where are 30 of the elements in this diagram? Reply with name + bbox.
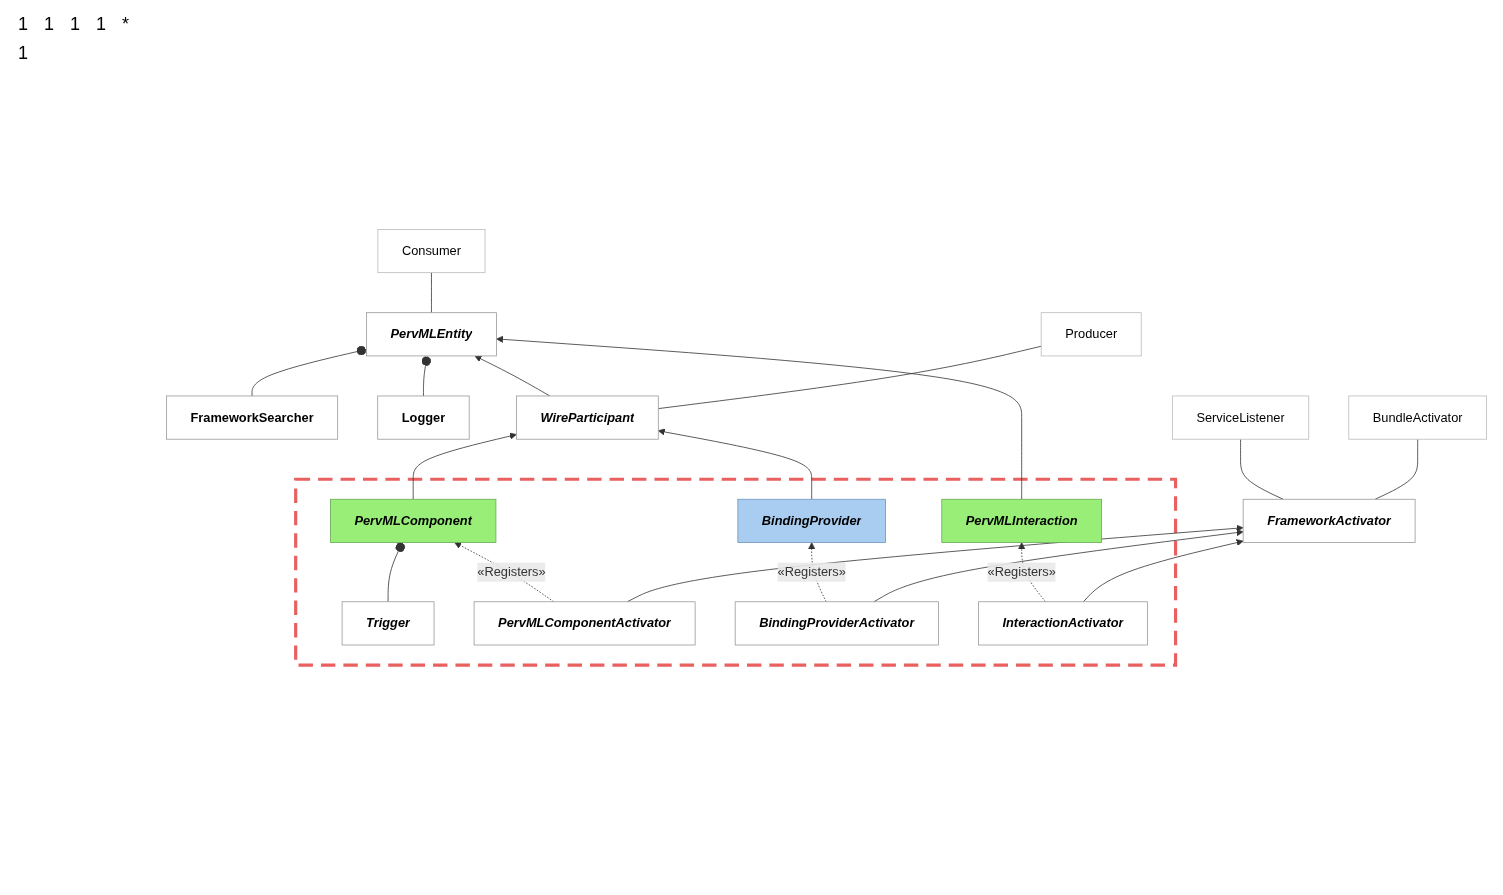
cluster xyxy=(294,477,1178,667)
node-box: Logger xyxy=(377,395,470,440)
node-box: PervMLInteraction xyxy=(941,499,1102,544)
node-box: BindingProvider xyxy=(737,499,886,544)
node-box: PervMLComponentActivator xyxy=(473,601,696,646)
node-box: Consumer xyxy=(377,229,486,274)
node-box: BundleActivator xyxy=(1348,395,1487,440)
node-box: InteractionActivator xyxy=(978,601,1148,646)
multiplicity-label: 1 xyxy=(70,14,81,35)
multiplicity-label: * xyxy=(122,14,130,35)
connector xyxy=(431,272,432,314)
node-box: PervMLComponent xyxy=(330,499,497,544)
node-box: Producer xyxy=(1040,312,1142,357)
connector xyxy=(1240,439,1284,500)
multiplicity-label: 1 xyxy=(44,14,55,35)
node-box: BindingProviderActivator xyxy=(734,601,939,646)
node-box: WireParticipant xyxy=(516,395,659,440)
node-box: Trigger xyxy=(341,601,435,646)
connector xyxy=(657,346,1042,410)
connector xyxy=(1374,439,1419,500)
node-box: FrameworkSearcher xyxy=(166,395,339,440)
node-box: PervMLEntity xyxy=(366,312,497,357)
multiplicity-label: 1 xyxy=(18,14,28,35)
node-box: FrameworkActivator xyxy=(1242,499,1416,544)
edge-label: «Registers» xyxy=(987,565,1056,579)
edge-label: «Registers» xyxy=(477,565,546,579)
edge-label: «Registers» xyxy=(777,565,846,579)
multiplicity-label: 1 xyxy=(18,43,28,64)
node-box: ServiceListener xyxy=(1172,395,1310,440)
multiplicity-label: 1 xyxy=(96,14,107,35)
